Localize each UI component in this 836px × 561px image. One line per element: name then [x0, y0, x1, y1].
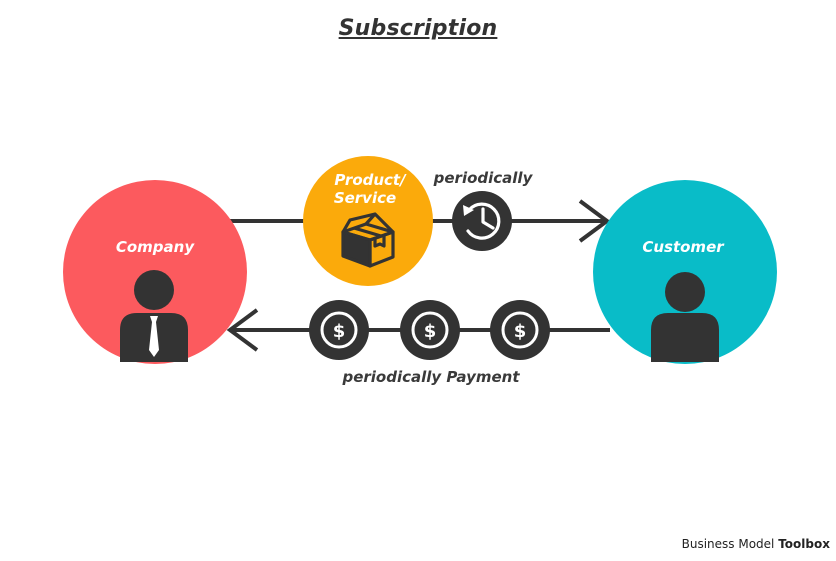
box-icon — [341, 212, 395, 268]
brand-prefix: Business Model — [681, 537, 775, 551]
customer-label: Customer — [642, 238, 724, 256]
company-label: Company — [115, 238, 195, 256]
brand-name: Toolbox — [778, 537, 830, 551]
delivery-arrowhead — [578, 199, 611, 243]
brand-logo: Business Model Toolbox — [682, 537, 830, 551]
svg-text:$: $ — [514, 321, 527, 342]
dollar-coin-icon: $ — [490, 300, 550, 360]
product-label-line2: Service — [333, 189, 397, 207]
dollar-coin-icon: $ — [400, 300, 460, 360]
svg-text:$: $ — [424, 321, 437, 342]
refresh-clock-icon — [452, 191, 512, 251]
payment-arrowhead — [226, 308, 259, 352]
product-label-line1: Product/ — [334, 171, 406, 189]
businessman-icon — [120, 270, 188, 362]
svg-text:$: $ — [333, 321, 346, 342]
diagram-title: Subscription — [338, 16, 498, 41]
dollar-coin-icon: $ — [309, 300, 369, 360]
person-icon — [651, 272, 719, 362]
delivery-flow-label: periodically — [433, 169, 533, 187]
payment-flow-label: periodically Payment — [342, 368, 520, 386]
